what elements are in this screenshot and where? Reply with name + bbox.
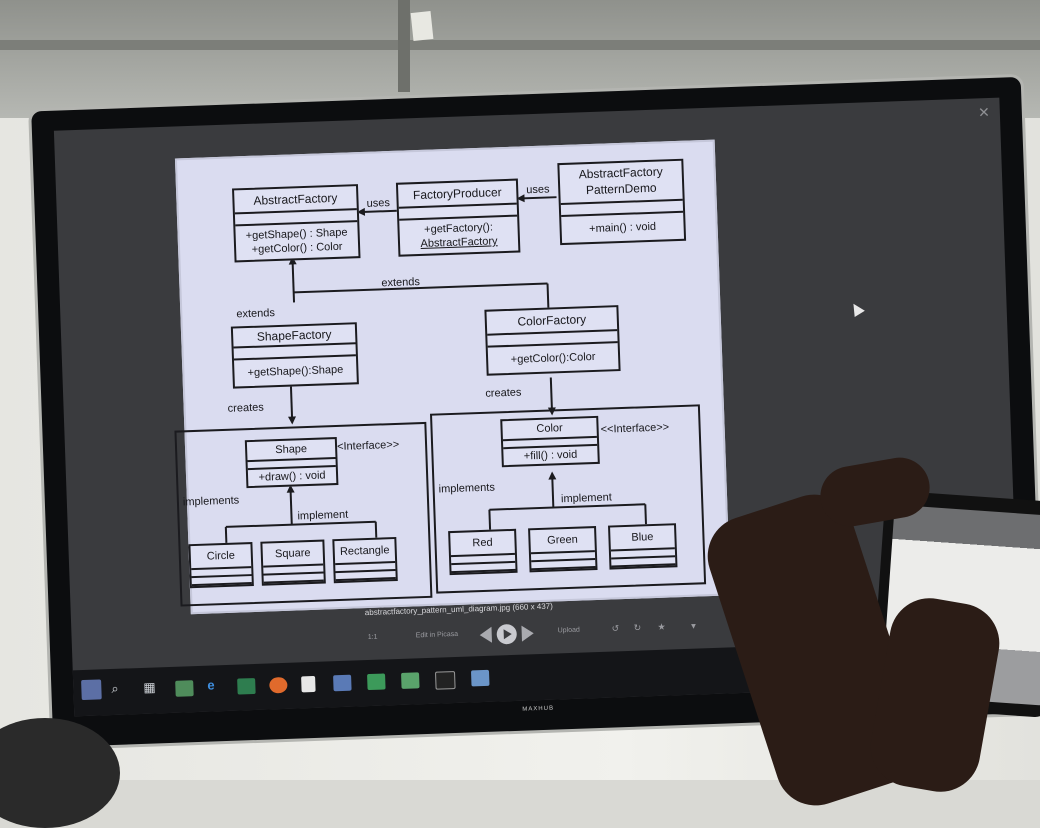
extends-label: extends	[381, 276, 421, 290]
shape-class: Rectangle	[332, 536, 398, 584]
shape-class-name: Circle	[190, 544, 252, 571]
demo-class: AbstractFactory PatternDemo +main() : vo…	[557, 158, 687, 246]
rotate-right-icon[interactable]: ↻	[633, 622, 642, 633]
edge-icon[interactable]: e	[207, 677, 215, 693]
factory-producer-class: FactoryProducer +getFactory(): AbstractF…	[395, 178, 521, 257]
shape-factory-class: ShapeFactory +getShape():Shape	[230, 322, 359, 389]
color-interface: Color +fill() : void	[500, 415, 600, 468]
shape-method: +draw() : void	[258, 469, 326, 484]
shape-interface: Shape +draw() : void	[244, 437, 339, 489]
creates-label: creates	[485, 386, 522, 400]
shape-class-name: Square	[262, 541, 324, 568]
color-method: +fill() : void	[523, 448, 578, 463]
app-icon[interactable]	[237, 677, 256, 695]
shape-class-name: Rectangle	[334, 539, 396, 566]
color-class-name: Red	[450, 530, 515, 558]
app-icon[interactable]	[435, 671, 456, 690]
tv-display: ✕	[31, 76, 1040, 748]
search-icon[interactable]: ⌕	[111, 680, 119, 697]
ceiling-tag	[410, 11, 434, 41]
method-get-color: +getColor() : Color	[251, 240, 343, 256]
color-class: Green	[528, 526, 598, 573]
app-icon[interactable]	[175, 680, 194, 697]
uses-label: uses	[526, 183, 550, 197]
shape-class: Circle	[188, 542, 254, 589]
abstract-factory-class: AbstractFactory +getShape() : Shape +get…	[232, 184, 361, 263]
tv-brand-logo: MAXHUB	[522, 705, 555, 713]
method-get-factory-return: AbstractFactory	[420, 235, 498, 250]
implement-label: implement	[560, 491, 612, 506]
shape-class-section	[335, 571, 396, 582]
demo-name: AbstractFactory PatternDemo	[559, 160, 683, 206]
app-icon[interactable]	[333, 674, 352, 692]
color-factory-class: ColorFactory +getColor():Color	[484, 305, 621, 376]
implements-label: implements	[438, 481, 496, 496]
uml-connectors	[224, 194, 647, 543]
rotate-left-icon[interactable]: ↺	[611, 623, 620, 634]
factory-producer-methods: +getFactory(): AbstractFactory	[399, 217, 518, 255]
color-class-section	[611, 557, 676, 568]
shape-class: Square	[260, 539, 326, 586]
color-class-name: Blue	[610, 525, 675, 552]
uses-label: uses	[366, 197, 391, 210]
color-factory-method: +getColor():Color	[510, 350, 596, 366]
task-view-icon[interactable]: ▦	[143, 679, 156, 695]
color-class-name: Green	[530, 528, 595, 555]
photo-viewer: ✕	[53, 97, 1020, 717]
shape-class-section	[263, 573, 324, 584]
ceiling-post	[398, 0, 410, 92]
shape-factory-method: +getShape():Shape	[247, 363, 344, 380]
app-icon[interactable]	[401, 672, 420, 689]
upload-button[interactable]: Upload	[557, 626, 580, 635]
file-icon[interactable]	[301, 675, 316, 693]
photo-icon[interactable]	[470, 669, 490, 687]
viewer-toolbar: 1:1 Edit in Picasa Upload ↺ ↻ ★ ▼	[72, 603, 1018, 664]
app-icon[interactable]	[367, 673, 386, 691]
interface-stereotype: <<Interface>>	[600, 421, 670, 436]
start-icon[interactable]	[81, 679, 102, 701]
star-icon[interactable]: ★	[657, 621, 666, 632]
implement-label: implement	[297, 508, 349, 523]
implements-label: implements	[182, 494, 240, 509]
creates-label: creates	[227, 401, 264, 415]
color-class: Red	[448, 528, 518, 576]
abstract-factory-methods: +getShape() : Shape +getColor() : Color	[235, 222, 358, 260]
slideshow-play-icon[interactable]	[477, 622, 536, 646]
color-class: Blue	[608, 523, 678, 570]
zoom-ratio-button[interactable]: 1:1	[367, 633, 378, 642]
extends-label: extends	[236, 307, 276, 321]
ceiling-beam	[0, 40, 1040, 50]
chevron-down-icon[interactable]: ▼	[689, 621, 698, 631]
firefox-icon[interactable]	[269, 676, 288, 694]
demo-main-method: +main() : void	[588, 220, 657, 236]
color-class-section	[531, 560, 596, 571]
mouse-cursor-icon	[848, 300, 865, 318]
uml-diagram: AbstractFactory +getShape() : Shape +get…	[174, 139, 731, 615]
color-class-section	[451, 562, 516, 574]
edit-in-picasa-button[interactable]: Edit in Picasa	[415, 630, 459, 640]
interface-stereotype: <Interface>>	[336, 438, 400, 453]
close-icon[interactable]: ✕	[977, 104, 991, 121]
shape-class-section	[191, 576, 252, 587]
